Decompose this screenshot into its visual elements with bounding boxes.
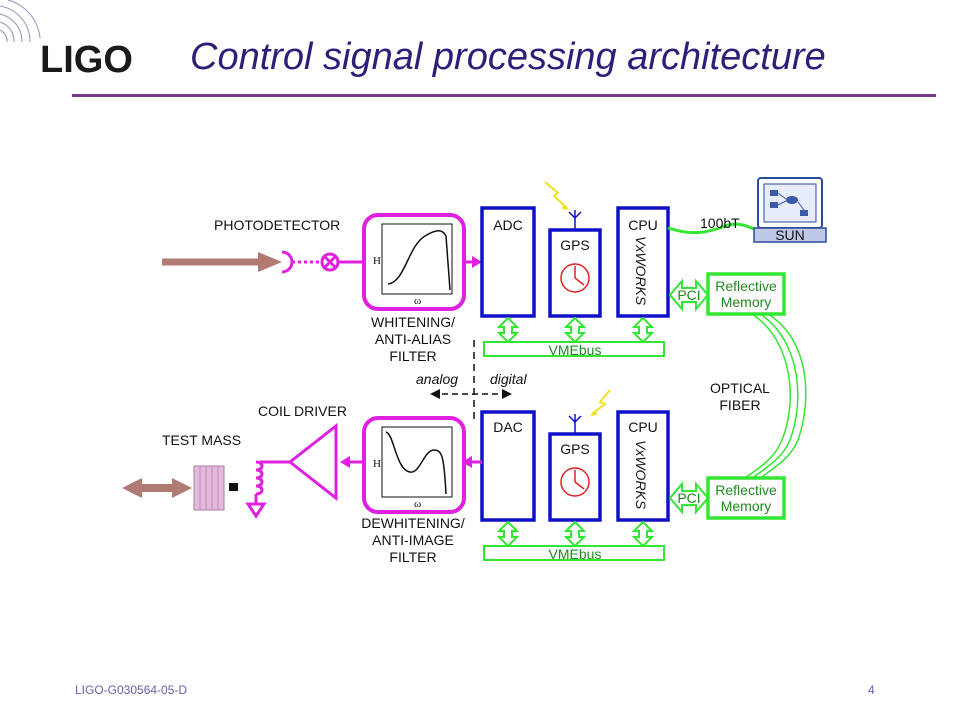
reflective-memory-top: Reflective Memory xyxy=(706,272,786,316)
svg-text:Memory: Memory xyxy=(721,498,772,514)
dac-module: DAC xyxy=(480,410,536,522)
analog-digital-divider: analog digital xyxy=(416,340,527,420)
svg-text:VxWORKS: VxWORKS xyxy=(633,236,649,306)
coil-driver-label: COIL DRIVER xyxy=(258,403,347,419)
pci-connector-top: PCI xyxy=(668,278,710,312)
svg-text:VxWORKS: VxWORKS xyxy=(633,440,649,510)
mixer-icon xyxy=(320,252,340,272)
clock-icon xyxy=(560,467,590,497)
svg-text:ANTI-IMAGE: ANTI-IMAGE xyxy=(372,532,454,548)
document-id: LIGO-G030564-05-D xyxy=(75,683,188,697)
title-rule xyxy=(72,94,936,97)
lightning-icon xyxy=(544,181,568,209)
svg-text:Reflective: Reflective xyxy=(715,278,777,294)
svg-text:FILTER: FILTER xyxy=(389,549,436,565)
reflective-memory-bottom: Reflective Memory xyxy=(706,476,786,520)
adc-module: ADC xyxy=(480,206,536,318)
dewhitening-label: DEWHITENING/ ANTI-IMAGE FILTER xyxy=(361,515,465,565)
coil-driver-amplifier xyxy=(287,422,338,502)
svg-text:CPU: CPU xyxy=(628,217,658,233)
filter-to-driver-arrow xyxy=(340,456,364,468)
clock-icon xyxy=(560,263,590,293)
antenna-icon xyxy=(568,210,582,230)
optical-fiber xyxy=(741,313,807,481)
svg-text:ANTI-ALIAS: ANTI-ALIAS xyxy=(375,331,451,347)
vmebus-top: VMEbus xyxy=(483,316,665,358)
cpu-module-bottom: CPU VxWORKS xyxy=(616,410,670,522)
svg-text:PCI: PCI xyxy=(677,287,700,303)
svg-text:VMEbus: VMEbus xyxy=(549,342,602,358)
svg-text:SUN: SUN xyxy=(775,227,805,243)
logo-text: LIGO xyxy=(40,39,133,81)
svg-text:GPS: GPS xyxy=(560,441,590,457)
svg-text:PCI: PCI xyxy=(677,490,700,506)
svg-text:DAC: DAC xyxy=(493,419,523,435)
cpu-module-top: CPU VxWORKS xyxy=(616,206,670,318)
optical-label-1: OPTICAL xyxy=(710,380,770,396)
dac-to-filter-arrow xyxy=(462,456,482,468)
test-mass-motion-arrow xyxy=(122,478,192,498)
svg-text:Reflective: Reflective xyxy=(715,482,777,498)
svg-text:ADC: ADC xyxy=(493,217,523,233)
gps-module-top: GPS xyxy=(544,181,602,318)
pci-connector-bottom: PCI xyxy=(668,481,710,515)
slide-title: Control signal processing architecture xyxy=(190,36,826,78)
whitening-filter: H ω xyxy=(362,213,466,311)
whitening-label: WHITENING/ ANTI-ALIAS FILTER xyxy=(371,314,455,364)
page-number: 4 xyxy=(868,683,875,697)
svg-text:CPU: CPU xyxy=(628,419,658,435)
photodetector-icon xyxy=(281,250,294,274)
ligo-logo: LIGO xyxy=(0,0,133,81)
svg-text:VMEbus: VMEbus xyxy=(549,546,602,562)
svg-text:FILTER: FILTER xyxy=(389,348,436,364)
dewhitening-filter: H ω xyxy=(362,416,466,514)
coil-icon xyxy=(245,460,290,519)
antenna-icon xyxy=(568,414,582,434)
svg-text:WHITENING/: WHITENING/ xyxy=(371,314,455,330)
dewhitening-axis-h: H xyxy=(373,458,381,470)
whitening-axis-h: H xyxy=(373,255,381,267)
dewhitening-axis-w: ω xyxy=(414,498,421,510)
svg-text:DEWHITENING/: DEWHITENING/ xyxy=(361,515,465,531)
svg-text:GPS: GPS xyxy=(560,237,590,253)
filter-to-adc-arrow xyxy=(464,256,482,268)
digital-label: digital xyxy=(490,371,527,387)
input-beam-arrow xyxy=(162,252,282,272)
whitening-axis-w: ω xyxy=(414,295,421,307)
network-label: 100bT xyxy=(700,215,740,231)
svg-text:Memory: Memory xyxy=(721,294,772,310)
test-mass-label: TEST MASS xyxy=(162,432,241,448)
gps-module-bottom: GPS xyxy=(548,389,611,522)
optical-label-2: FIBER xyxy=(719,397,760,413)
sun-workstation-icon: SUN xyxy=(753,177,827,243)
wave-arcs-icon xyxy=(0,0,41,43)
analog-label: analog xyxy=(416,371,458,387)
vmebus-bottom: VMEbus xyxy=(483,520,665,562)
photodetector-label: PHOTODETECTOR xyxy=(214,217,340,233)
lightning-icon xyxy=(591,389,611,415)
test-mass-icon xyxy=(193,465,238,511)
